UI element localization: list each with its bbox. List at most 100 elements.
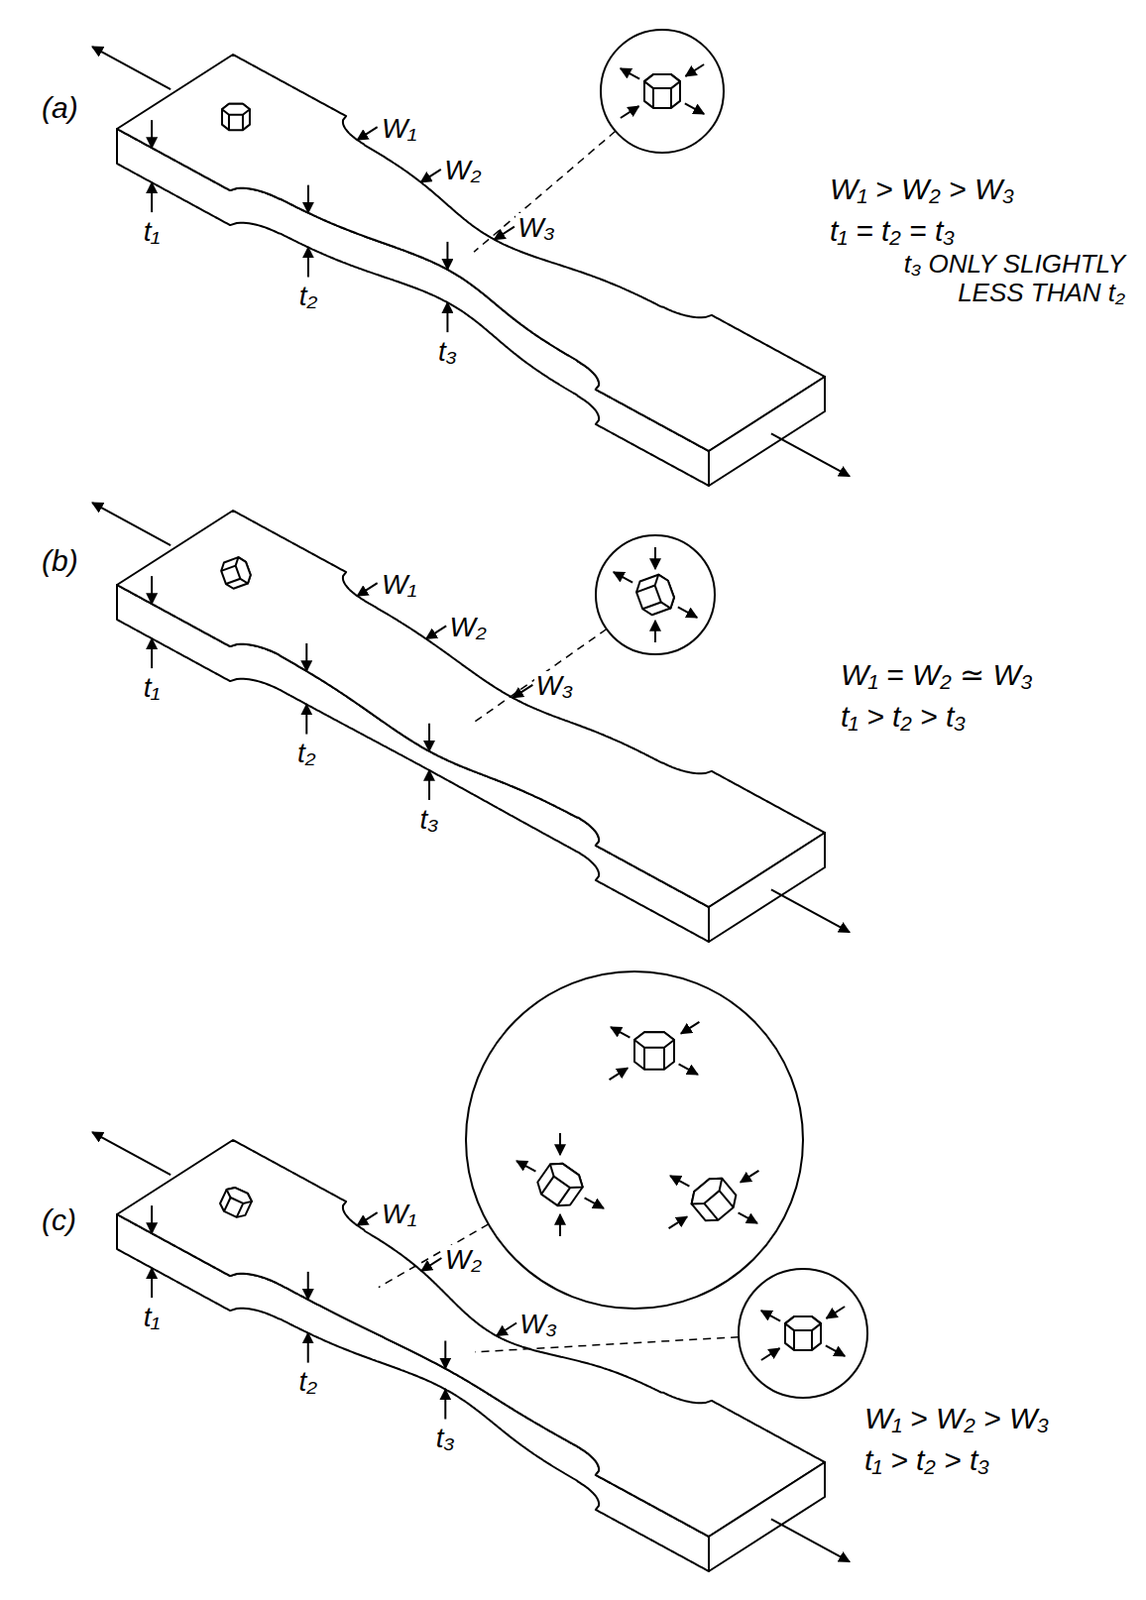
- thickness-dimension-arrow: [428, 770, 431, 801]
- width-label: W₃: [517, 1309, 560, 1341]
- crystal-edge: [719, 1190, 734, 1208]
- strain-arrow: [584, 1197, 604, 1209]
- thickness-dimension-arrow: [150, 575, 153, 604]
- condition-note: t₁ > t₂ > t₃: [862, 1443, 992, 1477]
- strain-arrow: [825, 1345, 845, 1357]
- crystal-body: [222, 104, 250, 130]
- crystal-edge: [221, 566, 235, 572]
- leader-line: [474, 1337, 739, 1353]
- crystal-body: [219, 555, 253, 590]
- crystal-body: [785, 1316, 821, 1351]
- thickness-label: t₃: [436, 337, 459, 368]
- leader-line: [378, 1224, 489, 1288]
- strain-arrow: [613, 572, 633, 583]
- crystal-body: [218, 1184, 255, 1221]
- inset-crystal: [687, 1172, 742, 1228]
- width-dimension-arrow: [512, 685, 533, 698]
- width-label: W₂: [448, 612, 489, 644]
- leader-line: [473, 629, 607, 723]
- grip-crystal: [219, 555, 253, 590]
- thickness-dimension-arrow: [150, 119, 153, 148]
- strain-arrow: [686, 64, 705, 77]
- strain-arrow: [740, 1170, 760, 1183]
- width-label: W₃: [534, 671, 576, 702]
- width-dimension-arrow: [421, 1258, 442, 1271]
- panel-letter: (c): [39, 1203, 79, 1237]
- strain-arrow: [610, 1027, 630, 1038]
- thickness-label: t₁: [141, 673, 163, 704]
- panel-letter: (b): [39, 544, 81, 577]
- strain-arrow: [559, 1133, 562, 1155]
- crystal-edge: [652, 88, 655, 109]
- specimen-end-face: [708, 832, 825, 942]
- thickness-dimension-arrow: [307, 1271, 310, 1300]
- width-label: W₁: [379, 570, 419, 601]
- strain-arrow: [826, 1306, 846, 1319]
- crystal-edge: [793, 1330, 796, 1351]
- thickness-dimension-arrow: [307, 246, 310, 277]
- thickness-dimension-arrow: [307, 185, 310, 214]
- load-arrow: [771, 433, 850, 476]
- strain-arrow: [609, 1067, 629, 1080]
- thickness-label: t₁: [141, 217, 163, 248]
- crystal-basal-face: [785, 1316, 821, 1331]
- thickness-dimension-arrow: [428, 723, 431, 752]
- load-arrow: [92, 46, 171, 90]
- crystal-edge: [541, 1176, 555, 1195]
- crystal-edge: [636, 585, 656, 593]
- crystal-edge: [703, 1203, 718, 1221]
- crystal-edge: [236, 1203, 244, 1218]
- condition-note: W₁ > W₂ > W₃: [862, 1401, 1051, 1435]
- specimen-top-face: [116, 510, 825, 908]
- strain-arrow: [654, 547, 657, 570]
- crystal-edge: [642, 601, 662, 609]
- strain-arrow: [761, 1348, 781, 1361]
- thickness-dimension-arrow: [444, 1341, 447, 1370]
- magnified-inset: [600, 29, 724, 153]
- magnified-inset: [595, 535, 715, 655]
- leader-line: [473, 130, 616, 252]
- thickness-label: t₁: [141, 1302, 163, 1334]
- condition-note: t₁ = t₂ = t₃: [827, 214, 957, 247]
- strain-arrow: [670, 1175, 689, 1187]
- grip-crystal: [218, 1184, 255, 1221]
- strain-arrow: [654, 620, 657, 643]
- crystal-edge: [557, 1187, 571, 1206]
- width-label: W₁: [379, 114, 419, 145]
- thickness-label: t₂: [297, 281, 320, 313]
- strain-arrow: [559, 1214, 562, 1237]
- thickness-dimension-arrow: [444, 1389, 447, 1420]
- thickness-dimension-arrow: [307, 1333, 310, 1364]
- crystal-body: [644, 74, 681, 109]
- condition-note: t₁ > t₂ > t₃: [838, 699, 968, 733]
- crystal-body: [634, 1031, 675, 1070]
- inset-crystal: [634, 1031, 675, 1070]
- width-dimension-arrow: [356, 582, 377, 596]
- thickness-dimension-arrow: [305, 643, 308, 672]
- thickness-dimension-arrow: [150, 1267, 153, 1298]
- width-dimension-arrow: [421, 169, 442, 183]
- specimen-top-face: [116, 1140, 825, 1537]
- crystal-basal-face: [644, 74, 681, 89]
- specimen-end-face: [708, 376, 825, 486]
- width-dimension-arrow: [494, 227, 515, 240]
- crystal-body: [687, 1172, 742, 1228]
- thickness-label: t₃: [434, 1423, 458, 1455]
- thickness-dimension-arrow: [150, 182, 153, 213]
- strain-arrow: [679, 1063, 698, 1075]
- thickness-dimension-arrow: [446, 241, 449, 270]
- crystal-edge: [241, 114, 244, 130]
- width-dimension-arrow: [356, 126, 377, 140]
- strain-arrow: [681, 1022, 700, 1034]
- strain-arrow: [761, 1310, 781, 1322]
- crystal-edge: [226, 578, 240, 584]
- crystal-edge: [810, 1330, 813, 1351]
- crystal-basal-face: [545, 1157, 587, 1194]
- inset-crystal: [533, 1157, 587, 1212]
- strain-arrow: [620, 106, 640, 118]
- strain-arrow: [685, 103, 704, 115]
- panel-letter: (a): [39, 91, 81, 124]
- condition-note: W₁ = W₂ ≃ W₃: [838, 658, 1035, 691]
